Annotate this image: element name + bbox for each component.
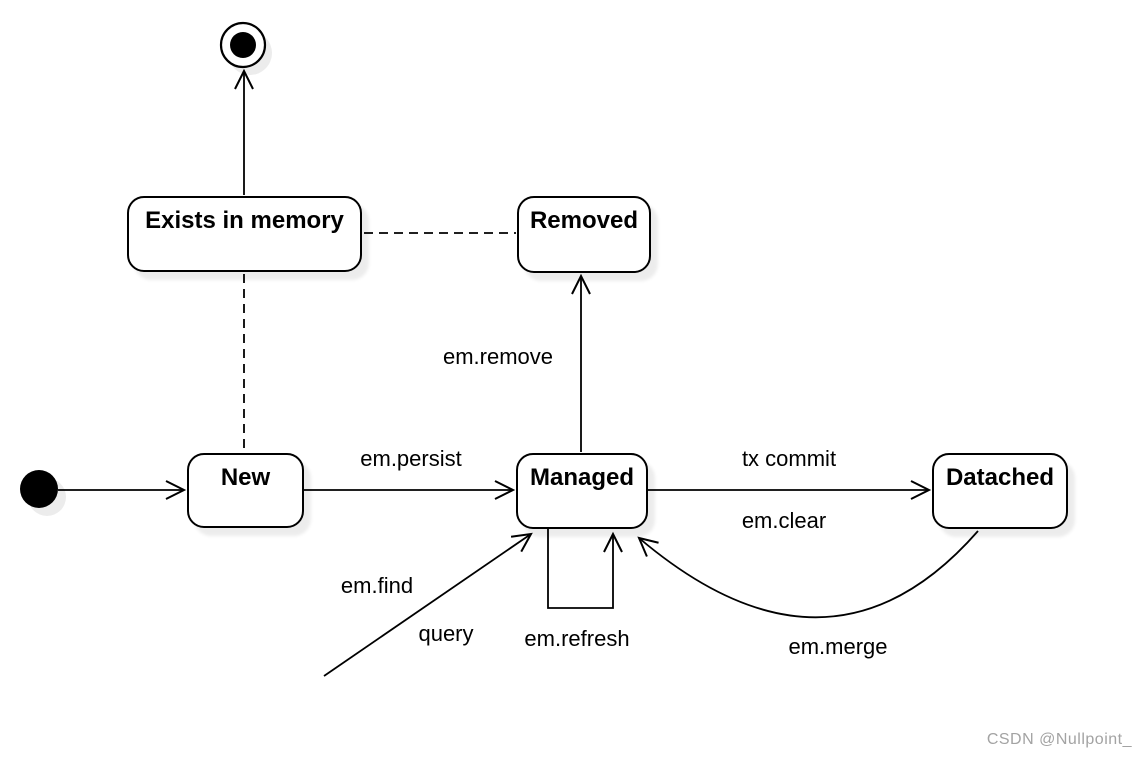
state-managed: Managed [516,453,648,529]
state-new-label: New [220,464,271,491]
edge-label-query: query [418,621,474,646]
csdn-watermark: CSDN @Nullpoint_ [986,731,1132,748]
state-removed-label: Removed [529,207,639,234]
edge-label-em-refresh: em.refresh [524,626,630,651]
state-exists-in-memory-label: Exists in memory [145,207,344,234]
state-datached-label: Datached [945,464,1055,491]
state-datached: Datached [932,453,1068,529]
state-managed-label: Managed [529,464,634,491]
edge-label-em-persist: em.persist [360,446,462,471]
edge-label-em-remove: em.remove [442,344,554,369]
final-state-inner-dot [230,32,256,58]
state-exists-in-memory: Exists in memory [127,196,362,272]
transition-emfind-to-managed-line [323,532,533,677]
edge-label-em-clear: em.clear [741,508,827,533]
edge-label-em-merge: em.merge [788,634,888,659]
transition-datached-to-managed-curve [637,530,979,619]
edge-label-tx-commit: tx commit [741,446,837,471]
transition-managed-self-loop-line [547,529,623,609]
edge-label-em-find: em.find [340,573,414,598]
state-new: New [187,453,304,528]
state-removed: Removed [517,196,651,273]
initial-state-circle [20,470,58,508]
